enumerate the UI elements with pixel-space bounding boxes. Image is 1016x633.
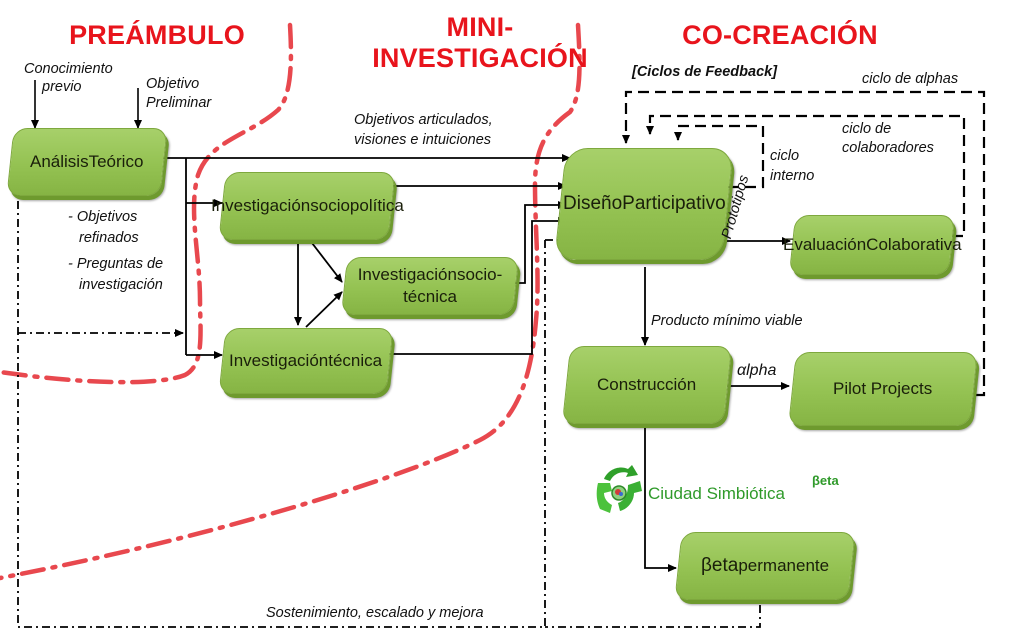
label-sostenimiento: Sostenimiento, escalado y mejora — [266, 605, 484, 621]
phase-mini-investigacion-line2: INVESTIGACIÓN — [372, 43, 588, 73]
box-pilot-projects[interactable]: Pilot Projects — [788, 352, 978, 426]
label-alpha: αlpha — [737, 362, 777, 379]
ciudad-simbiotica-logo-icon — [596, 465, 642, 513]
label-preguntas-2: investigación — [79, 277, 163, 293]
box-construccion-label: Construcción — [597, 375, 697, 394]
box-evaluacion-colaborativa[interactable]: EvaluaciónColaborativa — [783, 215, 961, 275]
label-ciclo-interno-1: ciclo — [770, 148, 800, 164]
box-inv-tecnica-label: Investigacióntécnica — [229, 351, 383, 370]
label-ciclos-feedback: [Ciclos de Feedback] — [632, 64, 778, 80]
flow-connectors — [162, 154, 791, 572]
phase-co-creacion: CO-CREACIÓN — [682, 20, 878, 50]
connector-construccion-beta — [644, 426, 677, 572]
loop-beta-bottom — [545, 605, 761, 628]
label-ciclo-colaboradores-2: colaboradores — [842, 140, 934, 156]
label-objetivos-articulados-1: Objetivos articulados, — [354, 112, 493, 128]
label-objetivo-line1: Objetivo — [146, 76, 200, 92]
box-inv-tecnica[interactable]: Investigacióntécnica — [218, 328, 394, 394]
feedback-loops — [622, 90, 986, 397]
box-analisis-teorico[interactable]: AnálisisTeórico — [6, 128, 168, 196]
label-objetivos-articulados-2: visiones e intuiciones — [354, 132, 492, 148]
separator-preambulo-mini — [0, 22, 294, 385]
label-ciclo-interno-2: interno — [770, 168, 815, 184]
input-arrows — [31, 80, 142, 129]
loop-sostenimiento — [14, 187, 546, 628]
loop-alphas — [622, 90, 986, 397]
sustain-loop — [14, 187, 761, 628]
phase-preambulo: PREÁMBULO — [69, 20, 245, 50]
box-inv-sociotecnica[interactable]: Investigaciónsocio-técnica — [340, 257, 520, 315]
connector-tecnica-diseno — [388, 217, 567, 355]
box-beta-permanente[interactable]: βetapermanente — [674, 532, 856, 600]
box-pilot-projects-label: Pilot Projects — [833, 379, 933, 398]
box-diseno-participativo-label: DiseñoParticipativo — [562, 193, 726, 214]
box-inv-sociopolitica[interactable]: Investigaciónsociopolítica — [211, 172, 403, 240]
label-objetivos-refinados-2: refinados — [79, 230, 139, 246]
box-inv-sociopolitica-label: Investigaciónsociopolítica — [210, 196, 404, 215]
loop-colaboradores — [646, 114, 966, 238]
connector-sociopolitica-sociotecnica — [311, 242, 343, 283]
label-objetivos-refinados-1: - Objetivos — [68, 209, 138, 225]
label-objetivo-line2: Preliminar — [146, 95, 212, 111]
label-preguntas-1: - Preguntas de — [68, 256, 164, 272]
label-conocimiento-line1: Conocimiento — [24, 61, 113, 77]
label-ciclo-colaboradores-1: ciclo de — [842, 121, 892, 137]
label-producto-minimo: Producto mínimo viable — [651, 313, 803, 329]
phase-mini-investigacion-line1: MINI- — [446, 12, 514, 42]
connector-tecnica-sociotecnica — [305, 291, 343, 328]
loop-interno — [674, 124, 765, 189]
box-evaluacion-colaborativa-label: EvaluaciónColaborativa — [782, 235, 962, 254]
box-diseno-participativo[interactable]: DiseñoParticipativo — [554, 148, 734, 260]
box-inv-sociotecnica-label: Investigaciónsocio-técnica — [357, 265, 503, 306]
box-construccion[interactable]: Construcción — [561, 346, 733, 424]
box-beta-permanente-label: βetapermanente — [700, 555, 830, 576]
separator-mini-cocreacion — [0, 22, 582, 581]
label-conocimiento-line2: previo — [42, 79, 82, 95]
phase-separators — [0, 22, 582, 581]
label-ciclo-alphas: ciclo de αlphas — [862, 71, 959, 87]
box-analisis-teorico-label: AnálisisTeórico — [30, 152, 144, 171]
logo-beta-badge: βeta — [812, 473, 839, 488]
logo-name: Ciudad Simbiótica — [648, 484, 786, 503]
connector-sociotecnica-diseno — [515, 201, 567, 284]
